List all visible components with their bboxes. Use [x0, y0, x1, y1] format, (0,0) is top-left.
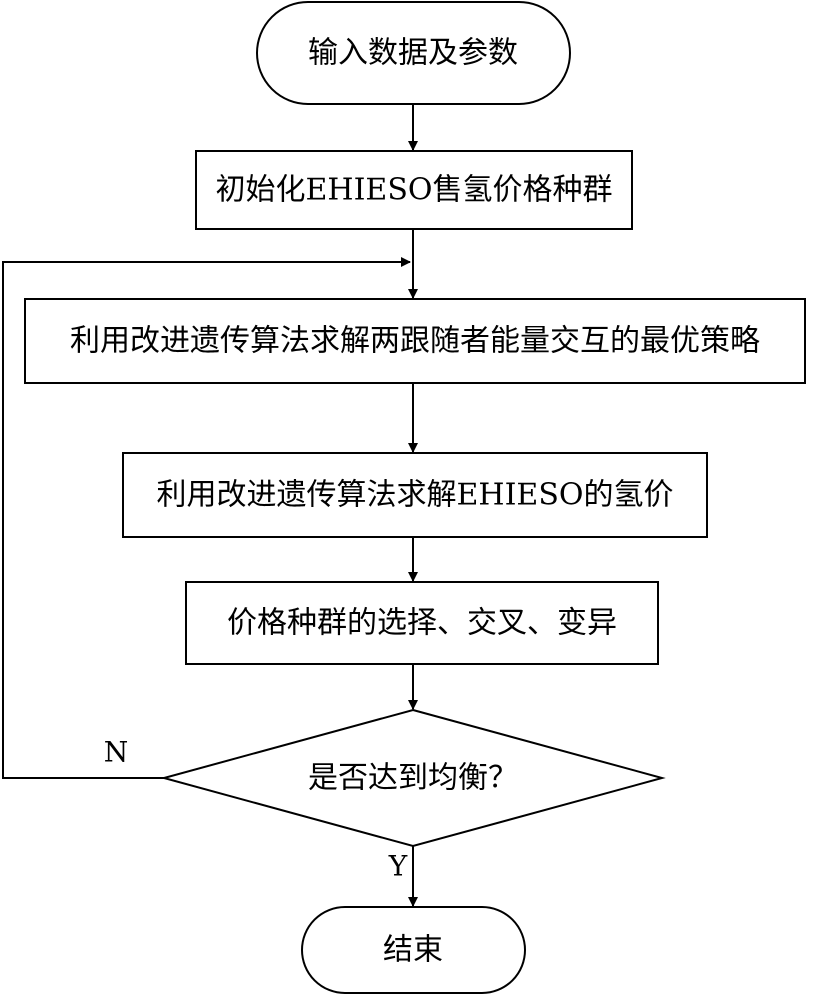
init-label: 初始化EHIESO售氢价格种群	[216, 173, 613, 208]
solve-price-process-box: 利用改进遗传算法求解EHIESO的氢价	[122, 452, 708, 538]
init-process-box: 初始化EHIESO售氢价格种群	[195, 150, 633, 230]
genetic-ops-label: 价格种群的选择、交叉、变异	[227, 606, 617, 641]
arrow-no-loop-back	[2, 257, 411, 779]
decision-label: 是否达到均衡？	[308, 761, 518, 796]
end-terminal: 结束	[301, 906, 526, 994]
solve-followers-label: 利用改进遗传算法求解两跟随者能量交互的最优策略	[70, 324, 760, 359]
genetic-ops-process-box: 价格种群的选择、交叉、变异	[185, 581, 659, 665]
solve-followers-process-box: 利用改进遗传算法求解两跟随者能量交互的最优策略	[24, 298, 806, 384]
branch-no-label: N	[104, 736, 129, 769]
end-label: 结束	[383, 933, 443, 968]
branch-yes-label: Y	[388, 850, 408, 883]
start-terminal: 输入数据及参数	[256, 1, 571, 105]
solve-price-label: 利用改进遗传算法求解EHIESO的氢价	[157, 478, 674, 513]
decision-diamond: 是否达到均衡？	[160, 708, 666, 848]
start-label: 输入数据及参数	[308, 36, 518, 71]
